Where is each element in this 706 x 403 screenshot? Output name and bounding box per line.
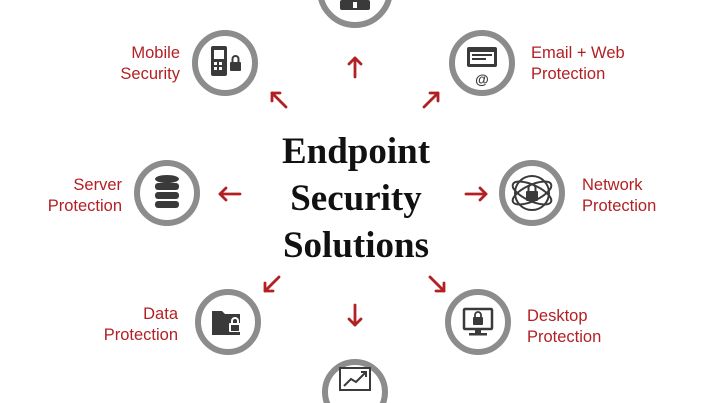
- diagram-title: Endpoint Security Solutions: [236, 128, 476, 269]
- data-protection-label: Data Protection: [78, 304, 178, 346]
- arrow-up: [347, 56, 363, 79]
- data-label-line-2: Protection: [103, 326, 178, 344]
- title-line-2: Security: [290, 178, 422, 219]
- mobile-label-line-2: Security: [120, 65, 180, 83]
- lock-icon: [340, 0, 370, 10]
- server-protection-label: Server Protection: [20, 175, 122, 217]
- arrow-down-right: [428, 275, 446, 293]
- email-label-line-2: Protection: [531, 65, 606, 83]
- network-protection-label: Network Protection: [582, 175, 692, 217]
- server-label-line-2: Protection: [47, 197, 122, 215]
- database-icon: [155, 175, 179, 208]
- top-node: [318, 0, 392, 28]
- bottom-node: [322, 359, 388, 403]
- email-web-protection-label: Email + Web Protection: [531, 43, 671, 85]
- email-node: @: [449, 30, 515, 96]
- network-node: [499, 160, 565, 226]
- svg-text:@: @: [475, 71, 489, 87]
- desktop-protection-label: Desktop Protection: [527, 306, 637, 348]
- arrow-down: [347, 303, 363, 327]
- arrow-left: [218, 186, 242, 202]
- email-label-line-1: Email + Web: [531, 44, 625, 62]
- desktop-node: [445, 289, 511, 355]
- data-node: [195, 289, 261, 355]
- mobile-lock-icon: [211, 46, 241, 76]
- network-globe-lock-icon: [511, 175, 553, 211]
- data-label-line-1: Data: [143, 305, 178, 323]
- title-line-3: Solutions: [282, 225, 429, 266]
- server-label-line-1: Server: [73, 176, 122, 194]
- monitor-lock-icon: [462, 307, 494, 336]
- desktop-label-line-2: Protection: [527, 328, 602, 346]
- trend-chart-icon: [339, 367, 371, 391]
- title-line-1: Endpoint: [281, 131, 431, 172]
- arrow-up-right: [422, 91, 440, 109]
- arrow-up-left: [270, 91, 288, 109]
- arrow-right: [464, 186, 488, 202]
- mobile-label-line-1: Mobile: [131, 44, 180, 62]
- mobile-node: [192, 30, 258, 96]
- folder-lock-icon: [212, 311, 241, 335]
- mobile-security-label: Mobile Security: [100, 43, 180, 85]
- network-label-line-1: Network: [582, 176, 643, 194]
- email-web-icon: @: [467, 47, 497, 87]
- desktop-label-line-1: Desktop: [527, 307, 588, 325]
- arrow-down-left: [263, 275, 281, 293]
- server-node: [134, 160, 200, 226]
- network-label-line-2: Protection: [582, 197, 657, 215]
